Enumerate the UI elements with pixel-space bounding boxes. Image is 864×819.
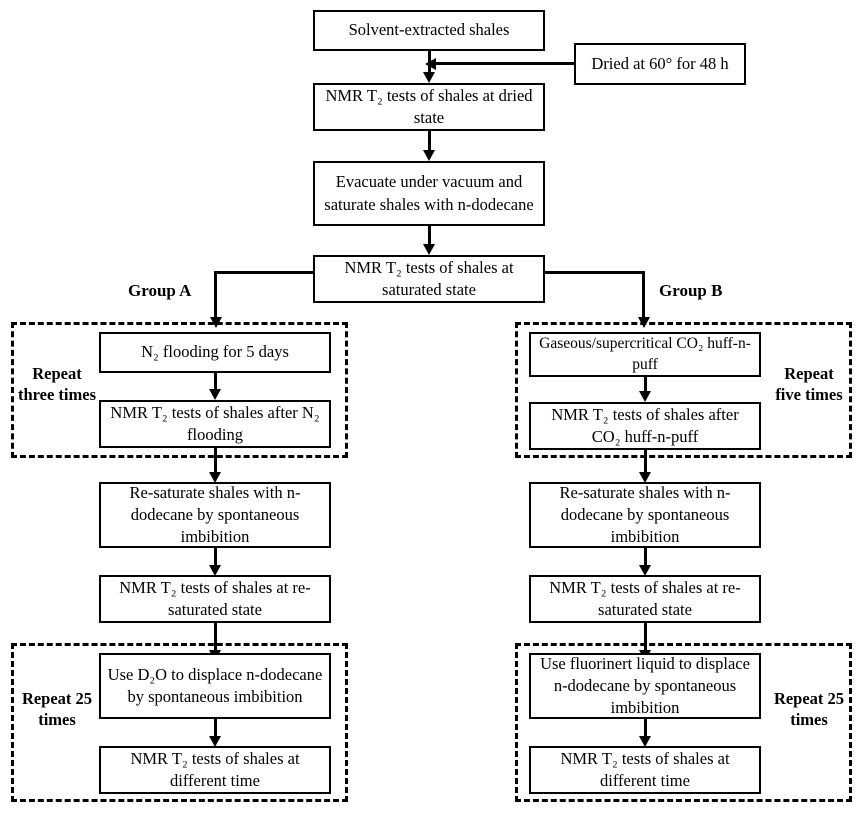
dashed-group-a-repeat-25 <box>11 643 348 802</box>
node-label: Use fluorinert liquid to displace n-dode… <box>540 653 750 718</box>
repeat-label-b-five-times: Repeat five times <box>775 364 843 404</box>
arrowhead-evacuate-to-nmr-saturated <box>423 244 435 255</box>
node-label: Solvent-extracted shales <box>348 20 510 40</box>
repeat-label-a-three-times: Repeat three times <box>17 364 97 404</box>
connector-resaturate-b-to-nmr <box>643 548 647 572</box>
node-fluorinert-displace-n-dodecane: Use fluorinert liquid to displace n-dode… <box>529 653 761 719</box>
arrowhead-co2-to-nmr-after-co2 <box>639 391 651 402</box>
node-label: NMR T₂ tests of shales at dried state <box>325 85 533 127</box>
branch-label-group-b: Group B <box>659 281 723 300</box>
node-resaturate-shales-b: Re-saturate shales with n-dodecane by sp… <box>529 482 761 548</box>
arrowhead-n2-to-nmr-after-n2 <box>209 389 221 400</box>
connector-d2o-to-nmr-diff-time-a <box>213 719 217 743</box>
node-nmr-t2-saturated-state: NMR T₂ tests of shales at saturated stat… <box>313 255 545 303</box>
connector-solvent-to-nmr-dried <box>427 51 431 78</box>
arrowhead-resaturate-b-to-nmr <box>639 565 651 576</box>
node-label: NMR T₂ tests of shales at re-saturated s… <box>549 577 741 619</box>
connector-dried-to-trunk <box>432 62 574 65</box>
connector-branch-a-horizontal <box>214 270 315 274</box>
node-evacuate-and-saturate: Evacuate under vacuum and saturate shale… <box>313 161 545 226</box>
arrowhead-groupa-to-resaturate <box>209 472 221 483</box>
arrowhead-fluorinert-to-nmr-diff-time-b <box>639 736 651 747</box>
node-label: Use D₂O to displace n-dodecane by sponta… <box>107 664 323 706</box>
connector-fluorinert-to-nmr-diff-time-b <box>643 719 647 743</box>
connector-branch-b-horizontal <box>543 270 645 274</box>
node-nmr-after-n2-flooding: NMR T₂ tests of shales after N₂ flooding <box>99 400 331 448</box>
connector-n2-to-nmr-after-n2 <box>213 373 217 395</box>
dashed-group-a-repeat-three <box>11 322 348 458</box>
node-label: Re-saturate shales with n-dodecane by sp… <box>559 482 731 547</box>
node-label: NMR T₂ tests of shales after CO₂ huff-n-… <box>551 404 739 446</box>
node-label: NMR T₂ tests of shales at different time <box>130 748 300 790</box>
node-label: NMR T₂ tests of shales at different time <box>560 748 730 790</box>
node-label: Dried at 60° for 48 h <box>591 53 729 73</box>
node-nmr-resaturated-state-b: NMR T₂ tests of shales at re-saturated s… <box>529 575 761 623</box>
arrowhead-groupb-to-resaturate <box>639 472 651 483</box>
dashed-group-b-repeat-five <box>515 322 852 458</box>
connector-branch-a-vertical <box>214 270 217 323</box>
node-label: Evacuate under vacuum and saturate shale… <box>324 172 534 214</box>
arrowhead-resaturate-a-to-nmr <box>209 565 221 576</box>
connector-groupa-to-resaturate <box>213 448 217 479</box>
dashed-group-b-repeat-25 <box>515 643 852 802</box>
node-nmr-different-time-a: NMR T₂ tests of shales at different time <box>99 746 331 794</box>
node-solvent-extracted-shales: Solvent-extracted shales <box>313 10 545 51</box>
branch-label-group-a: Group A <box>128 281 192 300</box>
node-label: NMR T₂ tests of shales at saturated stat… <box>344 257 514 299</box>
repeat-label-b-25-times: Repeat 25 times <box>773 689 845 729</box>
connector-evacuate-to-nmr-saturated <box>427 226 431 251</box>
node-nmr-after-co2-huff-n-puff: NMR T₂ tests of shales after CO₂ huff-n-… <box>529 402 761 450</box>
node-label: N₂ flooding for 5 days <box>141 342 289 362</box>
node-d2o-displace-n-dodecane: Use D₂O to displace n-dodecane by sponta… <box>99 653 331 719</box>
arrowhead-dried-to-trunk <box>425 57 436 70</box>
repeat-label-a-25-times: Repeat 25 times <box>21 689 93 729</box>
node-co2-huff-n-puff: Gaseous/supercritical CO₂ huff-n-puff <box>529 332 761 377</box>
node-n2-flooding-5-days: N₂ flooding for 5 days <box>99 332 331 373</box>
connector-branch-b-vertical <box>642 270 645 323</box>
node-dried-at-60-for-48h: Dried at 60° for 48 h <box>574 43 746 85</box>
arrowhead-solvent-to-nmr-dried <box>423 72 435 83</box>
connector-groupb-to-resaturate <box>643 450 647 479</box>
connector-resaturate-a-to-nmr <box>213 548 217 572</box>
node-nmr-different-time-b: NMR T₂ tests of shales at different time <box>529 746 761 794</box>
arrowhead-nmr-dried-to-evacuate <box>423 150 435 161</box>
arrowhead-branch-b <box>637 317 650 328</box>
node-label: Re-saturate shales with n-dodecane by sp… <box>129 482 301 547</box>
node-resaturate-shales-a: Re-saturate shales with n-dodecane by sp… <box>99 482 331 548</box>
connector-co2-to-nmr-after-co2 <box>643 377 647 397</box>
node-nmr-resaturated-state-a: NMR T₂ tests of shales at re-saturated s… <box>99 575 331 623</box>
connector-nmr-resat-b-to-fluorinert <box>643 623 647 657</box>
connector-nmr-dried-to-evacuate <box>427 131 431 157</box>
node-label: NMR T₂ tests of shales after N₂ flooding <box>110 402 320 444</box>
node-nmr-t2-dried-state: NMR T₂ tests of shales at dried state <box>313 83 545 131</box>
node-label: NMR T₂ tests of shales at re-saturated s… <box>119 577 311 619</box>
node-label: Gaseous/supercritical CO₂ huff-n-puff <box>539 334 751 373</box>
connector-nmr-resat-a-to-d2o <box>213 623 217 657</box>
arrowhead-branch-a <box>209 317 222 328</box>
arrowhead-d2o-to-nmr-diff-time-a <box>209 736 221 747</box>
